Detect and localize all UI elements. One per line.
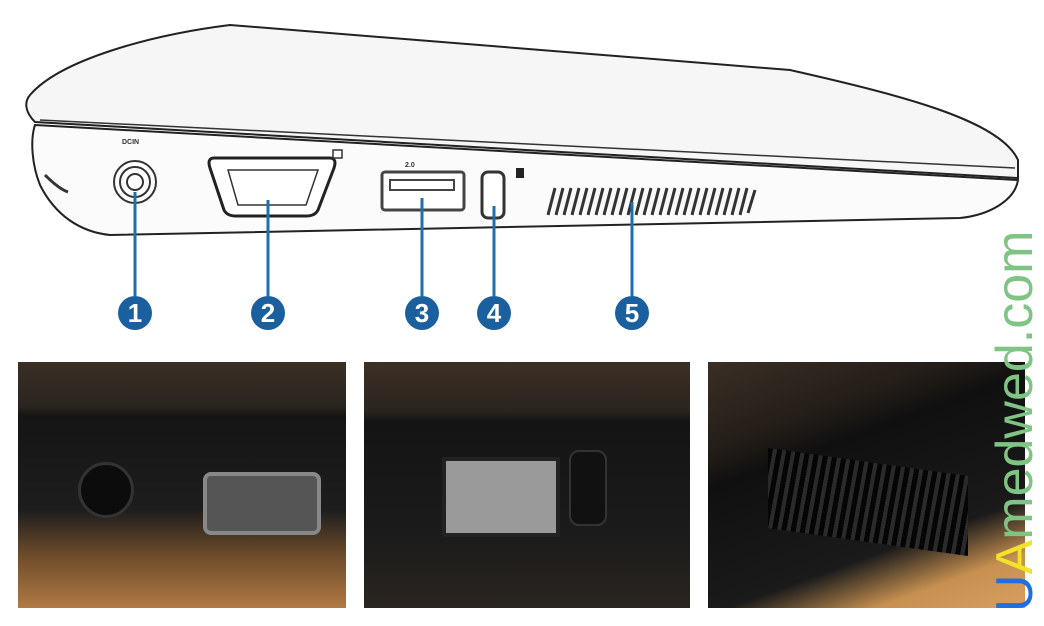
svg-text:3: 3 — [415, 298, 429, 328]
svg-text:1: 1 — [128, 298, 142, 328]
callout-5: 5 — [615, 296, 649, 330]
callout-3: 3 — [405, 296, 439, 330]
callout-2: 2 — [251, 296, 285, 330]
watermark-domain: medwed.com — [986, 230, 1044, 540]
usb-version-label: 2.0 — [405, 162, 415, 169]
callout-1: 1 — [118, 296, 152, 330]
laptop-side-diagram: DCIN 2.0 1 2 3 4 5 — [25, 23, 1020, 330]
watermark: UAmedwed.com — [986, 192, 1044, 612]
air-vent-photo — [708, 362, 1025, 608]
dc-in-label: DCIN — [122, 139, 139, 146]
air-vent — [546, 187, 757, 216]
svg-text:4: 4 — [487, 298, 502, 328]
watermark-a: A — [986, 539, 1044, 575]
watermark-u: U — [986, 574, 1044, 612]
svg-text:5: 5 — [625, 298, 639, 328]
svg-text:2: 2 — [261, 298, 275, 328]
vga-port — [207, 156, 337, 218]
usb-and-lock-photo — [364, 362, 690, 608]
dc-in-and-vga-photo — [18, 362, 346, 608]
lock-icon — [516, 168, 524, 178]
laptop-lid — [25, 23, 1019, 180]
callout-4: 4 — [477, 296, 511, 330]
monitor-icon — [332, 149, 343, 159]
